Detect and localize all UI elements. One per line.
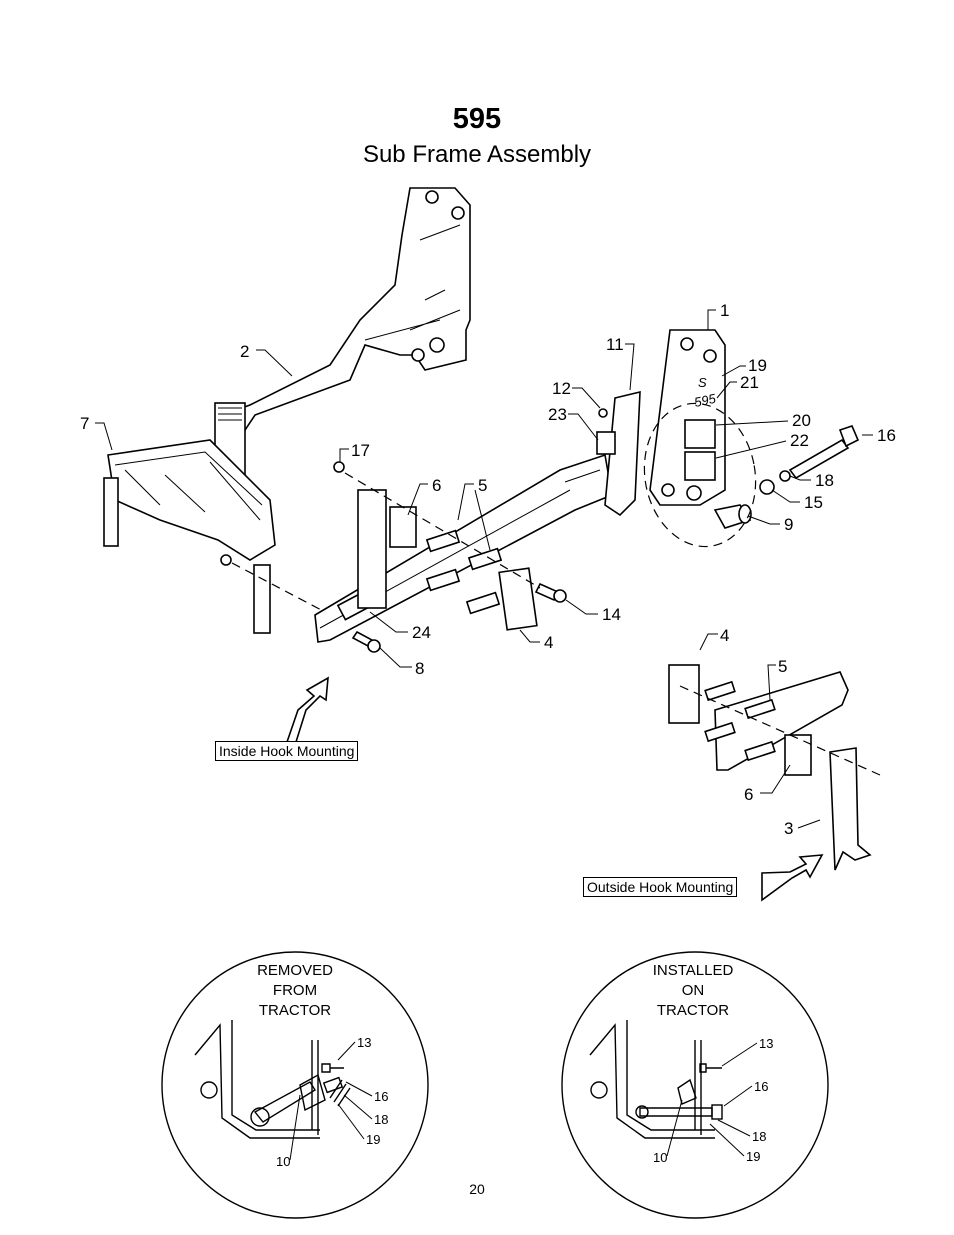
front-frame-drawing bbox=[103, 439, 276, 634]
callout-19: 19 bbox=[748, 356, 767, 375]
detail-left-label-19: 19 bbox=[366, 1132, 380, 1147]
detail-right-label-19: 19 bbox=[746, 1149, 760, 1164]
detail-left-label-13: 13 bbox=[357, 1035, 371, 1050]
decal-model: 595 bbox=[693, 391, 718, 410]
callout-21: 21 bbox=[740, 373, 759, 392]
detail-right-label-10: 10 bbox=[653, 1150, 667, 1165]
callout-5-inside: 5 bbox=[478, 476, 487, 495]
callout-20: 20 bbox=[792, 411, 811, 430]
detail-circle-right bbox=[561, 951, 829, 1219]
detail-right-caption-3: TRACTOR bbox=[657, 1002, 729, 1019]
callout-22: 22 bbox=[790, 431, 809, 450]
callout-6-inside: 6 bbox=[432, 476, 441, 495]
callout-18: 18 bbox=[815, 471, 834, 490]
callout-4-outside: 4 bbox=[720, 626, 729, 645]
callout-1: 1 bbox=[720, 301, 729, 320]
callout-8: 8 bbox=[415, 659, 424, 678]
detail-right-caption-1: INSTALLED bbox=[653, 962, 734, 979]
detail-left-label-18: 18 bbox=[374, 1112, 388, 1127]
callout-24: 24 bbox=[412, 623, 431, 642]
callout-9: 9 bbox=[784, 515, 793, 534]
callout-17: 17 bbox=[351, 441, 370, 460]
callout-2: 2 bbox=[240, 342, 249, 361]
callout-4-inside: 4 bbox=[544, 633, 553, 652]
decal-s: S bbox=[698, 375, 707, 390]
detail-left-caption-2: FROM bbox=[273, 982, 317, 999]
detail-left-label-16: 16 bbox=[374, 1089, 388, 1104]
detail-left-label-10: 10 bbox=[276, 1154, 290, 1169]
detail-left-caption-1: REMOVED bbox=[257, 962, 333, 979]
callout-11: 11 bbox=[606, 335, 624, 354]
inside-arrow bbox=[285, 676, 329, 743]
page-title: Sub Frame Assembly bbox=[362, 141, 592, 168]
detail-installed-on-tractor: INSTALLED ON TRACTOR 13 16 18 19 10 bbox=[561, 951, 829, 1219]
main-frame-drawing bbox=[214, 187, 471, 489]
callout-15: 15 bbox=[804, 493, 823, 512]
detail-circle bbox=[643, 402, 757, 548]
upright-bracket-drawing bbox=[596, 329, 726, 517]
callout-6-outside: 6 bbox=[744, 785, 753, 804]
outside-hook-mounting-label: Outside Hook Mounting bbox=[583, 877, 738, 897]
assembly-line bbox=[231, 562, 326, 613]
callout-3: 3 bbox=[784, 819, 793, 838]
assembly-line bbox=[344, 472, 541, 589]
callouts: 1 2 3 4 4 5 5 6 6 7 8 9 11 12 14 15 16 1… bbox=[80, 301, 896, 838]
model-number: 595 bbox=[452, 103, 502, 135]
callout-7: 7 bbox=[80, 414, 89, 433]
callout-5-outside: 5 bbox=[778, 657, 787, 676]
callout-16: 16 bbox=[877, 426, 896, 445]
detail-right-caption-2: ON bbox=[682, 982, 705, 999]
callout-23: 23 bbox=[548, 405, 567, 424]
hardware-drawing bbox=[713, 425, 860, 529]
outside-arrow bbox=[761, 854, 824, 902]
detail-right-label-18: 18 bbox=[752, 1129, 766, 1144]
detail-removed-from-tractor: REMOVED FROM TRACTOR 13 16 18 19 10 bbox=[161, 951, 429, 1219]
detail-left-caption-3: TRACTOR bbox=[259, 1002, 331, 1019]
outside-mounting-drawing bbox=[668, 664, 881, 871]
inside-hook-mounting-label: Inside Hook Mounting bbox=[215, 741, 359, 761]
detail-right-label-13: 13 bbox=[759, 1036, 773, 1051]
callout-12: 12 bbox=[552, 379, 571, 398]
detail-circle-left bbox=[161, 951, 429, 1219]
page-number: 20 bbox=[469, 1181, 485, 1197]
callout-14: 14 bbox=[602, 605, 621, 624]
detail-right-label-16: 16 bbox=[754, 1079, 768, 1094]
